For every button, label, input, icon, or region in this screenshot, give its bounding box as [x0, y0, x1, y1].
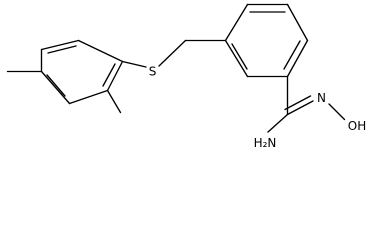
bond: [106, 60, 124, 92]
bond: [77, 39, 124, 63]
double-bond-inner: [47, 45, 77, 54]
amidine-carbon-nh2-bond: [267, 113, 289, 133]
amidine-c-n-double-bond-a: [286, 100, 314, 116]
chemical-structure-diagram: S H₂N N OH: [6, 3, 366, 150]
dimethylphenyl-ring: [40, 39, 124, 105]
sulfur-atom-label: S: [149, 65, 157, 79]
ring-sulfur-bond: [121, 60, 147, 68]
bond: [40, 39, 80, 51]
double-bond-inner: [231, 43, 248, 70]
n-o-bond: [328, 103, 346, 121]
double-bond-inner: [102, 63, 116, 87]
bond: [224, 39, 249, 78]
nitrogen-atom-label: N: [317, 91, 326, 105]
amine-label: H₂N: [254, 136, 277, 150]
bond: [40, 70, 71, 105]
double-bond-inner: [283, 40, 301, 70]
double-bond-inner: [46, 74, 66, 97]
bond: [286, 39, 309, 78]
bond: [286, 3, 309, 42]
ortho-methyl-bond: [106, 89, 122, 114]
benzamidoxime-ring: [224, 3, 309, 78]
amidine-c-n-double-bond-b: [284, 95, 312, 111]
bond: [68, 89, 109, 105]
sulfur-methylene-bond: [158, 39, 187, 67]
bond: [224, 3, 249, 42]
hydroxyl-label: OH: [348, 119, 366, 133]
